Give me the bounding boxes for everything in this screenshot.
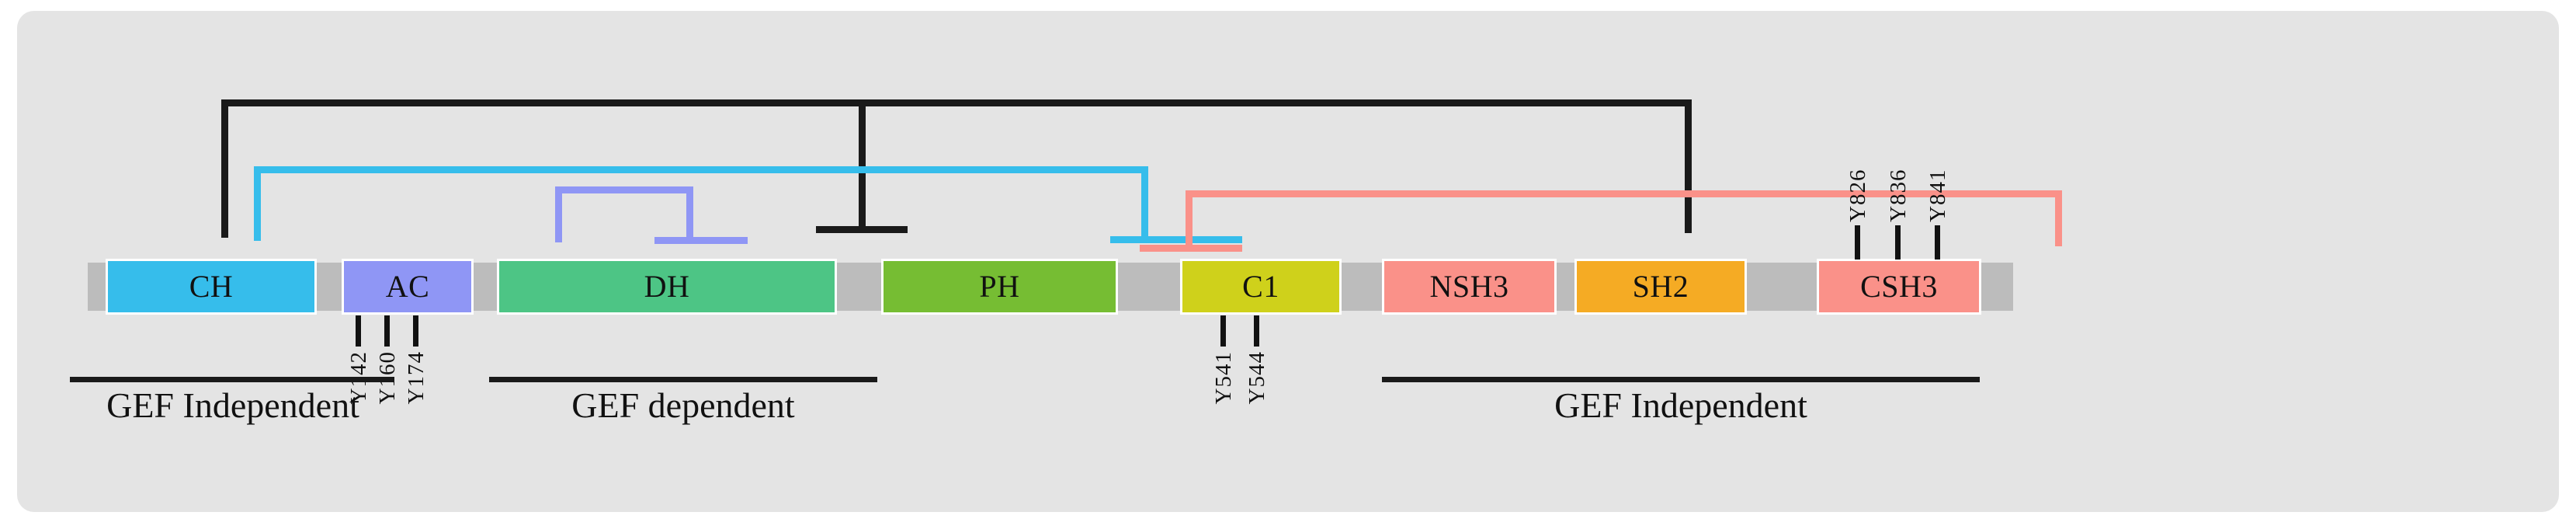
domain-label: CSH3	[1860, 269, 1938, 304]
region-caption-gef-dependent: GEF dependent	[571, 385, 795, 425]
domain-label: PH	[979, 269, 1020, 304]
region-underline-gef-independent-c	[1382, 377, 1980, 382]
domain-box-ch[interactable]: CH	[106, 259, 317, 315]
residue-tick-y836	[1895, 225, 1901, 260]
connector-cyan-right-arm	[1141, 166, 1148, 243]
domain-box-ph[interactable]: PH	[881, 259, 1118, 315]
connector-salmon-left-arm	[1186, 190, 1193, 251]
domain-label: AC	[385, 269, 430, 304]
connector-black-left-arm	[221, 99, 228, 238]
residue-label-y836: Y836	[1886, 169, 1911, 222]
connector-salmon-inhibition-bar	[1140, 245, 1242, 252]
residue-label-y841: Y841	[1925, 169, 1950, 222]
residue-tick-y174	[413, 315, 418, 347]
domain-label: C1	[1242, 269, 1279, 304]
residue-tick-y841	[1935, 225, 1940, 260]
residue-tick-y160	[384, 315, 390, 347]
domain-label: NSH3	[1429, 269, 1509, 304]
residue-label-y541: Y541	[1211, 351, 1236, 405]
connector-purple-left-arm	[555, 186, 562, 242]
connector-salmon-right-arm	[2055, 190, 2062, 246]
residue-label-y826: Y826	[1845, 169, 1870, 222]
connector-cyan-inhibition-bar	[1110, 236, 1242, 243]
residue-tick-y541	[1220, 315, 1226, 347]
region-caption-gef-independent-c: GEF Independent	[1554, 385, 1807, 425]
domain-box-csh3[interactable]: CSH3	[1817, 259, 1981, 315]
connector-black-mid-drop	[859, 99, 866, 232]
region-underline-gef-dependent	[489, 377, 877, 382]
connector-cyan-top-rail	[254, 166, 1148, 173]
domain-label: DH	[644, 269, 690, 304]
connector-purple-top-rail	[555, 186, 693, 193]
connector-black-inhibition-bar	[816, 226, 908, 233]
residue-tick-y142	[356, 315, 361, 347]
residue-tick-y826	[1855, 225, 1860, 260]
connector-purple-inhibition-bar	[654, 237, 748, 244]
connector-black-right-arm	[1685, 99, 1692, 233]
domain-box-nsh3[interactable]: NSH3	[1382, 259, 1557, 315]
domain-label: SH2	[1632, 269, 1689, 304]
residue-label-y544: Y544	[1245, 351, 1269, 405]
domain-box-dh[interactable]: DH	[497, 259, 837, 315]
domain-label: CH	[189, 269, 234, 304]
region-underline-gef-independent-n	[70, 377, 394, 382]
domain-box-ac[interactable]: AC	[342, 259, 474, 315]
region-caption-gef-independent-n: GEF Independent	[106, 385, 359, 425]
connector-salmon-top-rail	[1186, 190, 2062, 197]
domain-box-c1[interactable]: C1	[1180, 259, 1342, 315]
connector-cyan-left-arm	[254, 166, 261, 241]
residue-tick-y544	[1254, 315, 1259, 347]
connector-purple-right-arm	[686, 186, 693, 239]
connector-black-top-rail	[221, 99, 1692, 106]
domain-box-sh2[interactable]: SH2	[1574, 259, 1747, 315]
